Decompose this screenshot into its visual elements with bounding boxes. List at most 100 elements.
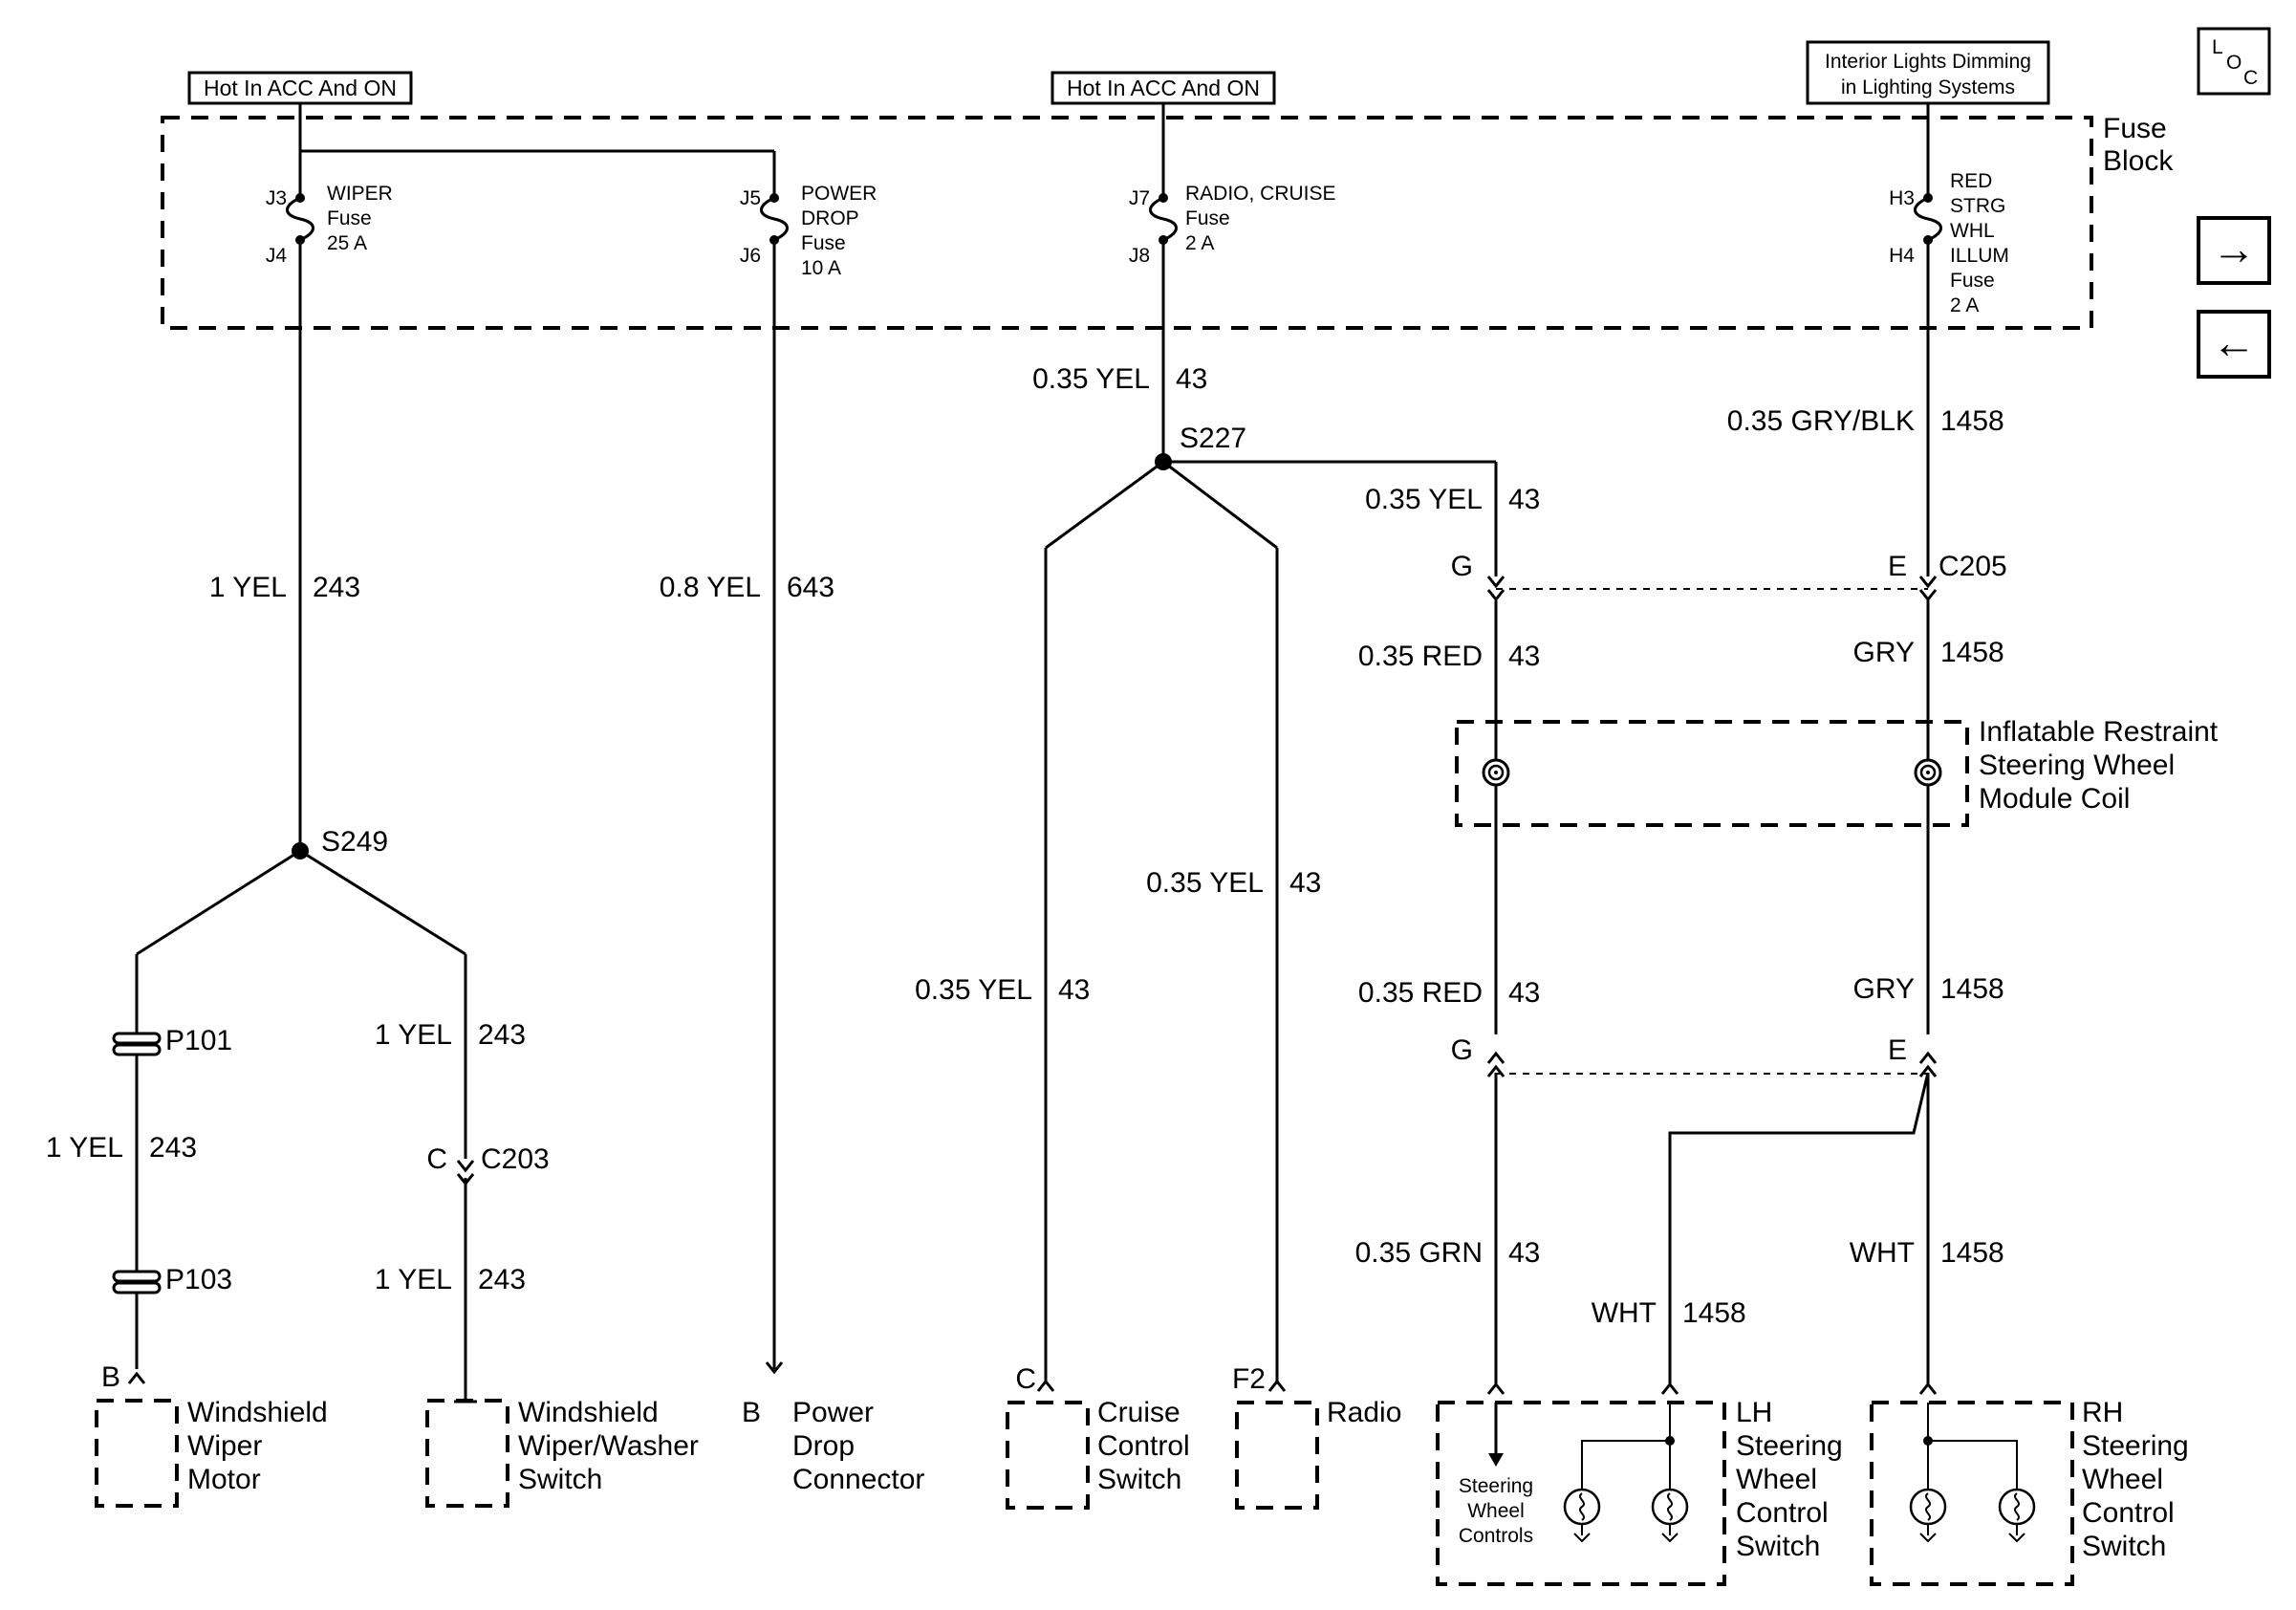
component-radio: F2 Radio	[1232, 1363, 1401, 1510]
connector-pin-label: E	[1888, 551, 1907, 582]
connector-c205: G E C205	[1451, 551, 2007, 602]
fuse-name-line: RED	[1950, 170, 1992, 192]
component-label-line: Switch	[1097, 1464, 1181, 1495]
power-source-label: Hot In ACC And ON	[204, 76, 397, 100]
fuse-name-line: 10 A	[801, 257, 841, 279]
fuse-name-line: Fuse	[327, 207, 372, 229]
coil-label-line: Steering Wheel	[1979, 750, 2175, 781]
component-label-line: Steering	[2082, 1430, 2189, 1462]
fuse-name-radio-cruise: RADIO, CRUISE Fuse 2 A	[1185, 183, 1336, 254]
fuse-name-line: Fuse	[1185, 207, 1230, 229]
fuse-name-line: DROP	[801, 207, 859, 229]
wire-circuit-number: 43	[1508, 1237, 1540, 1269]
wire-label-243-washer-upper: 1 YEL 243	[375, 1019, 526, 1051]
wire-gauge-color: 0.35 YEL	[1146, 867, 1264, 899]
power-source-label: Hot In ACC And ON	[1067, 76, 1260, 100]
component-label-line: Power	[792, 1397, 874, 1428]
fuse-pin-label: H3	[1889, 187, 1915, 209]
passthrough-p101: P101	[112, 1025, 232, 1056]
power-source-radio: Hot In ACC And ON	[1051, 71, 1276, 105]
wire-circuit-number: 1458	[1940, 405, 2004, 437]
wire-label-43-yel-c205: 0.35 YEL 43	[1365, 484, 1540, 515]
component-wiper-motor: B Windshield Wiper Motor	[95, 1361, 328, 1508]
wiper-circuit	[135, 103, 776, 1403]
wire-gauge-color: 0.35 GRN	[1355, 1237, 1483, 1269]
fuse-name-line: 25 A	[327, 232, 367, 254]
passthrough-p103: P103	[112, 1264, 232, 1295]
wire-circuit-number: 43	[1508, 641, 1540, 672]
fuse-name-strg-whl-illum: RED STRG WHL ILLUM Fuse 2 A	[1950, 170, 2009, 316]
module-coil: Inflatable Restraint Steering Wheel Modu…	[1455, 716, 2219, 827]
fuse-block-label-line2: Block	[2103, 145, 2174, 177]
lamp-icon	[1998, 1465, 2036, 1543]
fuse-power-drop	[760, 193, 789, 245]
wire-label-243-washer-lower: 1 YEL 243	[375, 1264, 526, 1295]
connector-c203: C C203	[426, 1143, 550, 1186]
component-label-line: Control	[1097, 1430, 1190, 1462]
component-pin-label: B	[742, 1397, 761, 1428]
wire-label-43-grn: 0.35 GRN 43	[1355, 1237, 1541, 1269]
wire-label-43-fuse: 0.35 YEL 43	[1032, 363, 1207, 395]
fuse-strg-whl-illum	[1914, 193, 1942, 245]
component-label-line: Cruise	[1097, 1397, 1180, 1428]
wire-gauge-color: GRY	[1853, 637, 1915, 668]
fuse-pin-label: J8	[1129, 245, 1150, 267]
fuse-wiper	[286, 193, 314, 245]
connector-name: C203	[481, 1143, 550, 1175]
wire-circuit-number: 1458	[1940, 973, 2004, 1005]
connector-name: C205	[1939, 551, 2007, 582]
loc-letter: O	[2226, 52, 2242, 74]
lamp-icon	[1651, 1465, 1689, 1543]
arrow-down-icon	[1488, 1453, 1504, 1467]
component-label-line: Drop	[792, 1430, 855, 1462]
wire-circuit-number: 1458	[1940, 637, 2004, 668]
wire-label-43-red-lower: 0.35 RED 43	[1358, 977, 1540, 1009]
component-label-line: Switch	[518, 1464, 602, 1495]
radio-cruise-circuit	[1044, 103, 1498, 1384]
component-rh-steering-wheel-control-switch: RH Steering Wheel Control Switch	[1870, 1382, 2189, 1586]
wire-label-43-radio: 0.35 YEL 43	[1146, 867, 1321, 899]
component-label-line: Control	[2082, 1497, 2175, 1529]
wire-gauge-color: WHT	[1592, 1297, 1657, 1329]
connector-lower: G E	[1451, 1034, 1938, 1077]
fuse-pin-label: J6	[740, 245, 761, 267]
component-label-line: Radio	[1327, 1397, 1401, 1428]
splice-label: S227	[1180, 423, 1246, 454]
wire-gauge-color: GRY	[1853, 973, 1915, 1005]
fuse-name-line: WIPER	[327, 183, 393, 205]
wire-gauge-color: 0.35 YEL	[915, 974, 1032, 1006]
wire-circuit-number: 43	[1289, 867, 1321, 899]
fuse-block-label-line1: Fuse	[2103, 113, 2167, 144]
wire-label-1458-gry-upper: GRY 1458	[1853, 637, 2004, 668]
coil-label-line: Inflatable Restraint	[1979, 716, 2219, 748]
wire-gauge-color: 0.35 RED	[1358, 977, 1483, 1009]
wire-gauge-color: WHT	[1850, 1237, 1915, 1269]
illumination-circuit	[1668, 103, 1930, 1384]
forward-button[interactable]: →	[2197, 216, 2271, 285]
wire-circuit-number: 1458	[1940, 1237, 2004, 1269]
back-button[interactable]: ←	[2197, 310, 2271, 379]
fuse-pin-label: J4	[266, 245, 288, 267]
fuse-name-power-drop: POWER DROP Fuse 10 A	[801, 183, 877, 279]
wire-gauge-color: 1 YEL	[375, 1019, 452, 1051]
fuse-name-line: Fuse	[801, 232, 846, 254]
component-label-line: Wiper/Washer	[518, 1430, 699, 1462]
loc-button[interactable]: L O C	[2197, 27, 2271, 96]
lamp-icon	[1909, 1465, 1947, 1543]
wire-label-643: 0.8 YEL 643	[660, 572, 834, 603]
fuse-pin-label: H4	[1889, 245, 1915, 267]
wire-label-43-cruise: 0.35 YEL 43	[915, 974, 1090, 1006]
wire-gauge-color: 1 YEL	[209, 572, 287, 603]
wire-gauge-color: 0.35 YEL	[1365, 484, 1483, 515]
connector-pin-label: G	[1451, 1034, 1473, 1066]
component-label-line: Switch	[1736, 1531, 1820, 1562]
connector-pin-label: G	[1451, 551, 1473, 582]
loc-letter: C	[2243, 67, 2258, 89]
coil-right-icon	[1914, 758, 1942, 787]
wire-circuit-number: 43	[1176, 363, 1207, 395]
fuse-name-line: 2 A	[1185, 232, 1214, 254]
fuse-name-line: RADIO, CRUISE	[1185, 183, 1336, 205]
component-label-line: Connector	[792, 1464, 924, 1495]
component-label-line: Wheel	[1736, 1464, 1817, 1495]
